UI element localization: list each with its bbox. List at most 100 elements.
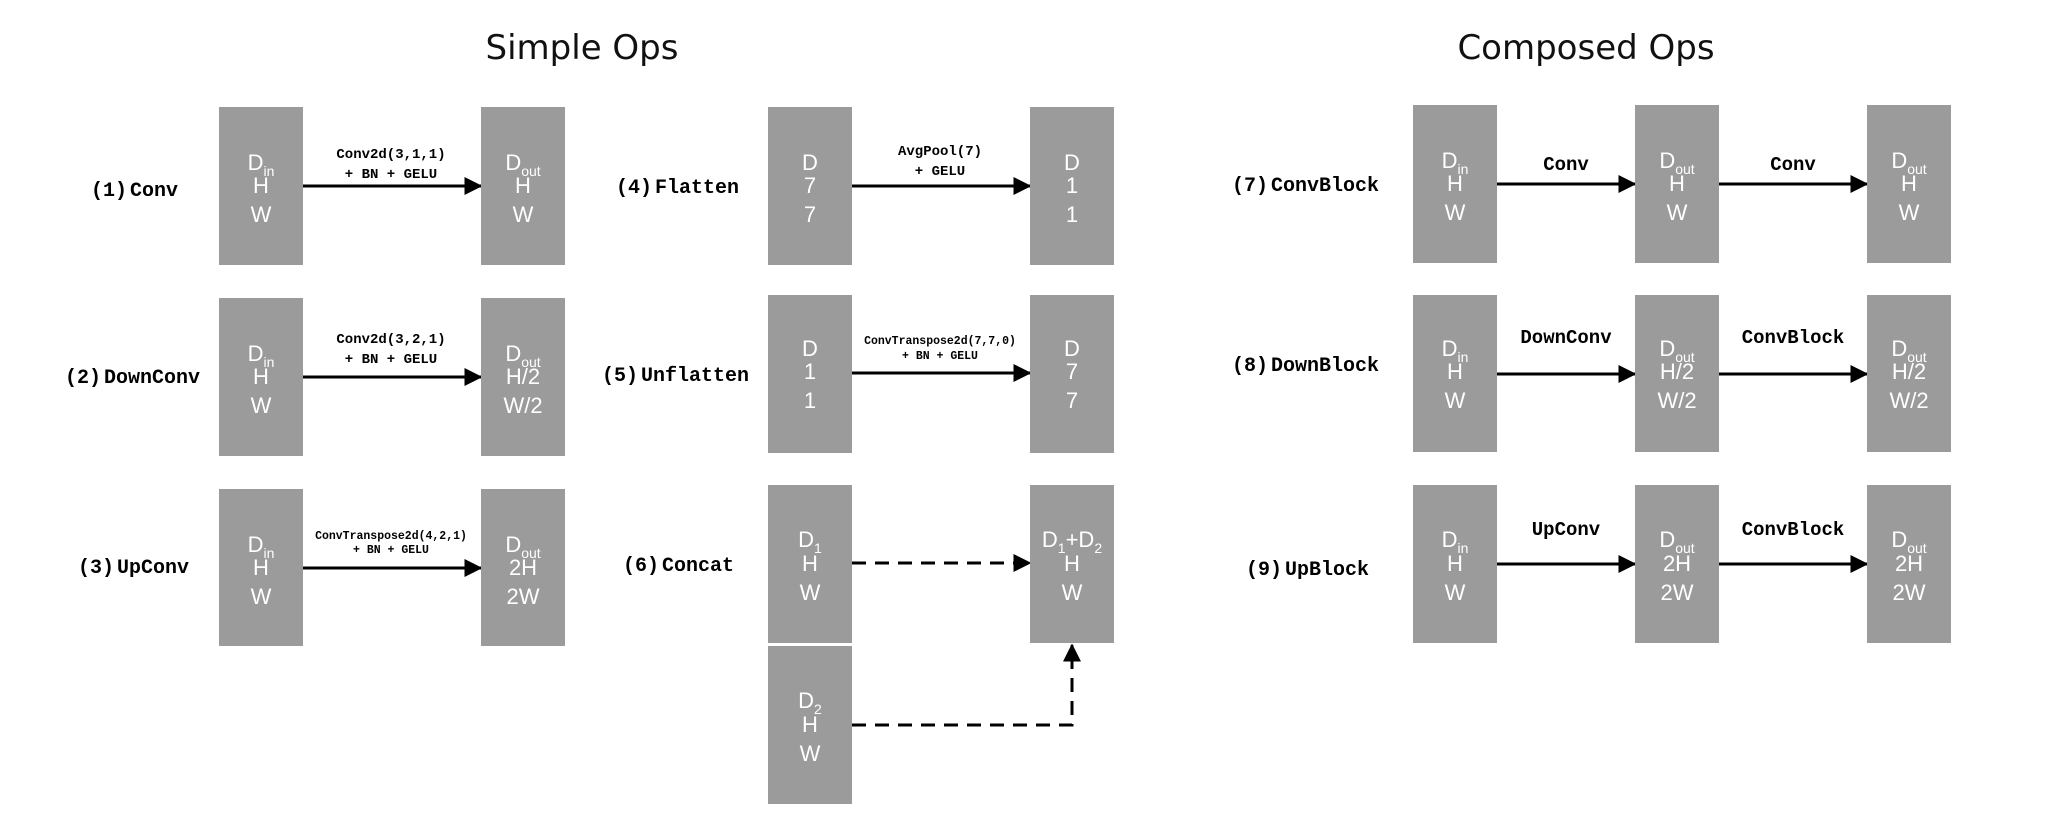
box-line-height: H [253,173,269,198]
arrow-label-extra: + BN + GELU [902,350,978,363]
input-tensor-box [219,107,303,265]
box-line-height: H/2 [1660,359,1694,384]
op-flatten: (4)Flatten D 7 7 AvgPool(7) + GELU D 1 1 [616,107,1114,265]
box-line-channels: D [802,336,818,361]
box-line-width: 2W [507,584,540,609]
box-line-channels: Dout [505,341,540,370]
box-line-height: H [1447,171,1463,196]
arrow-label-op: AvgPool(7) [898,144,982,160]
input-tensor-box [768,295,852,453]
box-line-height: H [1447,359,1463,384]
box-line-width: W [1445,388,1466,413]
box-line-channels: Dout [1659,148,1694,177]
op-name: UpConv [117,557,189,580]
box-line-height: H [1901,171,1917,196]
arrow-label-extra: + GELU [915,164,965,180]
op-unflatten: (5)Unflatten D 1 1 ConvTranspose2d(7,7,0… [602,295,1114,453]
arrow-label-op: ConvTranspose2d(7,7,0) [864,335,1016,348]
box-line-channels: Dout [1891,336,1926,365]
output-tensor-box [481,298,565,456]
box-line-height: 2H [1895,551,1923,576]
box-line-width: W/2 [1889,388,1928,413]
input1-tensor-box [768,485,852,643]
box-line-width: W [251,202,272,227]
op-label: (2)DownConv [65,367,200,390]
arrow-label: Conv [1770,154,1816,176]
box-line-width: 2W [1893,580,1926,605]
input-tensor-box [219,298,303,456]
op-convblock: (7)ConvBlock Din H W Conv Dout H W Conv … [1232,105,1951,263]
op-name: Conv [130,180,178,203]
concat-arrow-2 [852,643,1081,727]
output-tensor-box [481,107,565,265]
arrow-label-extra: + BN + GELU [345,352,437,368]
box-line-width: W [1667,200,1688,225]
box-line-width: W [251,393,272,418]
box-line-height: H/2 [1892,359,1926,384]
box-line-channels: Dout [505,532,540,561]
op-name: DownConv [104,367,200,390]
box-line-height: H [253,364,269,389]
op-upblock: (9)UpBlock Din H W UpConv Dout 2H 2W Con… [1246,485,1951,643]
box-line-width: 7 [804,202,816,227]
box-line-channels: Din [248,150,275,179]
output-tensor-box [1030,107,1114,265]
box-line-height: 2H [1663,551,1691,576]
arrow-label-extra: + BN + GELU [345,167,437,183]
composed-ops-title: Composed Ops [1457,28,1714,68]
tensor-box-1 [1413,485,1497,643]
op-number: (2) [65,367,101,390]
op-name: DownBlock [1271,355,1379,378]
box-line-width: W/2 [1657,388,1696,413]
arrow-label: Conv [1543,154,1589,176]
op-concat: (6)Concat D1 H W D2 H W D1+D2 H W [623,485,1114,804]
box-line-channels: Dout [1891,527,1926,556]
op-name: ConvBlock [1271,175,1379,198]
tensor-box-2 [1635,485,1719,643]
box-line-height: H [1669,171,1685,196]
box-line-width: 7 [1066,388,1078,413]
box-line-height: H [802,712,818,737]
box-line-height: 7 [1066,359,1078,384]
op-downconv: (2)DownConv Din H W Conv2d(3,2,1) + BN +… [65,298,565,456]
op-label: (7)ConvBlock [1232,175,1379,198]
op-number: (9) [1246,559,1282,582]
box-line-channels: Dout [1891,148,1926,177]
box-line-width: W [1062,580,1083,605]
simple-ops-title: Simple Ops [486,28,679,68]
box-line-height: H [1447,551,1463,576]
tensor-box-3 [1867,485,1951,643]
arrow-label: UpConv [1532,519,1601,541]
tensor-box-3 [1867,295,1951,452]
op-conv: (1)Conv Din H W Conv2d(3,1,1) + BN + GEL… [91,107,565,265]
box-line-channels: Dout [505,150,540,179]
output-tensor-box [1030,485,1114,643]
op-label: (1)Conv [91,180,178,203]
op-label: (5)Unflatten [602,365,749,388]
input2-tensor-box [768,646,852,804]
box-line-channels: Din [1442,336,1469,365]
arrow-label-op: ConvTranspose2d(4,2,1) [315,530,467,543]
box-line-channels: Din [1442,148,1469,177]
tensor-box-1 [1413,295,1497,452]
op-label: (4)Flatten [616,177,739,200]
box-line-channels: D1+D2 [1042,527,1102,556]
tensor-box-1 [1413,105,1497,263]
box-line-channels: D1 [798,527,822,556]
box-line-channels: Din [248,532,275,561]
input-tensor-box [768,107,852,265]
box-line-height: H [515,173,531,198]
op-number: (5) [602,365,638,388]
box-line-height: 1 [804,359,816,384]
arrow-label-op: Conv2d(3,1,1) [336,147,445,163]
box-line-width: W [1445,580,1466,605]
box-line-width: 1 [1066,202,1078,227]
op-label: (6)Concat [623,555,734,578]
output-tensor-box [1030,295,1114,453]
op-label: (9)UpBlock [1246,559,1369,582]
op-label: (3)UpConv [78,557,189,580]
box-line-width: W [1899,200,1920,225]
op-number: (1) [91,180,127,203]
op-downblock: (8)DownBlock Din H W DownConv Dout H/2 W… [1232,295,1951,452]
